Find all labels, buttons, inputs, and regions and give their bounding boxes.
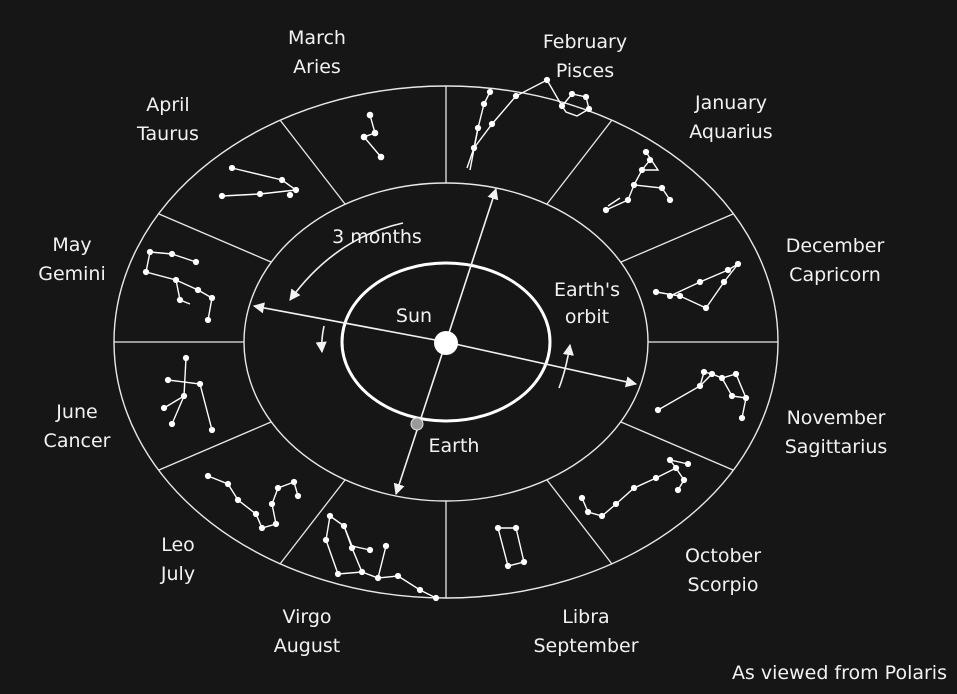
three-months-label: 3 months: [332, 226, 422, 248]
constellation-scorpio: [578, 456, 692, 520]
label-february-sign: Pisces: [556, 60, 614, 82]
arrow-icon: [445, 341, 638, 388]
constellation-capricorn: [652, 260, 742, 312]
label-september-month: September: [533, 635, 638, 657]
label-may-sign: Gemini: [38, 263, 106, 285]
label-april-month: April: [146, 94, 189, 116]
sector-dividers: [114, 86, 778, 598]
earth-label: Earth: [429, 435, 480, 457]
constellation-virgo: [322, 512, 440, 602]
label-november-sign: Sagittarius: [785, 436, 888, 458]
constellation-libra: [494, 524, 528, 570]
motion-arrows: [289, 222, 574, 389]
label-july-month: July: [160, 563, 195, 585]
constellation-aries: [360, 111, 385, 161]
label-november-month: November: [787, 407, 886, 429]
constellation-leo: [204, 472, 302, 532]
label-march-month: March: [288, 27, 346, 49]
label-september-sign: Libra: [562, 606, 609, 628]
label-october-month: October: [685, 545, 761, 567]
sight-lines: [252, 187, 638, 496]
constellation-gemini: [142, 248, 216, 324]
label-january-month: January: [694, 92, 767, 114]
constellation-sagittarius: [654, 368, 750, 422]
constellation-aquarius: [602, 148, 674, 214]
sun-icon: [434, 331, 458, 355]
label-january-sign: Aquarius: [689, 121, 772, 143]
constellation-cancer: [160, 354, 216, 434]
label-july-sign: Leo: [161, 534, 195, 556]
label-february-month: February: [543, 31, 627, 53]
label-december-sign: Capricorn: [789, 264, 881, 286]
constellation-taurus: [218, 164, 300, 200]
arrow-icon: [252, 302, 447, 343]
earth-icon: [410, 417, 424, 431]
label-june-month: June: [55, 401, 97, 423]
label-october-sign: Scorpio: [688, 574, 759, 596]
label-august-month: August: [274, 635, 341, 657]
orbit-label-line2: orbit: [565, 306, 609, 328]
label-december-month: December: [786, 235, 885, 257]
label-june-sign: Cancer: [44, 430, 111, 452]
label-may-month: May: [52, 234, 91, 256]
sun-label: Sun: [396, 305, 432, 327]
arrow-icon: [393, 341, 447, 496]
orbit-label-line1: Earth's: [554, 279, 620, 301]
constellation-pisces: [466, 76, 593, 171]
arrow-icon: [445, 187, 499, 343]
caption: As viewed from Polaris: [732, 662, 947, 684]
label-august-sign: Virgo: [282, 606, 331, 628]
earth-orbit: [340, 261, 552, 423]
label-march-sign: Aries: [293, 56, 341, 78]
label-april-sign: Taurus: [136, 123, 199, 145]
